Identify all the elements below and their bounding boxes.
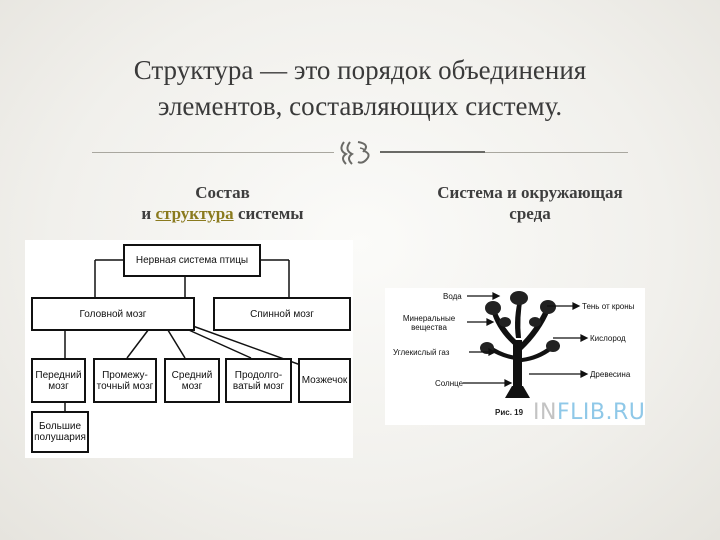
structure-link[interactable]: структура [155, 204, 234, 223]
divider-right [485, 152, 628, 153]
watermark-part-2: FLIB.RU [556, 400, 646, 425]
tree-illustration [463, 291, 589, 398]
divider-middle [380, 151, 485, 153]
label-minerals: Минеральные вещества [402, 314, 456, 332]
node-root: Нервная система птицы [123, 244, 261, 277]
right-heading-line-1: Система и окружающая [437, 183, 623, 202]
scroll-ornament-icon [340, 141, 370, 165]
left-column-heading: Состав и структура системы [95, 182, 350, 224]
divider-left [92, 152, 334, 153]
node-cerebellum: Мозжечок [298, 358, 351, 403]
left-heading-line-1: Состав [195, 183, 250, 202]
label-oxygen: Кислород [590, 334, 626, 343]
watermark: INFLIB.RU [533, 400, 645, 425]
slide-title: Структура — это порядок объединения элем… [60, 52, 660, 124]
label-wood: Древесина [590, 370, 631, 379]
node-midbrain: Средний мозг [164, 358, 220, 403]
title-line-2: элементов, составляющих систему. [157, 91, 563, 121]
left-heading-suffix: системы [233, 204, 304, 223]
right-column-heading: Система и окружающая среда [390, 182, 670, 224]
label-co2: Углекислый газ [393, 348, 450, 357]
tree-environment-figure: Вода Минеральные вещества Углекислый газ… [385, 288, 645, 425]
left-heading-prefix: и [141, 204, 156, 223]
nervous-system-diagram: Нервная система птицы Головной мозг Спин… [25, 240, 353, 458]
label-water: Вода [443, 292, 462, 301]
node-diencephalon: Промежу-точный мозг [93, 358, 157, 403]
label-shade: Тень от кроны [582, 302, 635, 311]
watermark-part-1: IN [533, 400, 557, 425]
label-sun: Солнце [435, 379, 464, 388]
node-forebrain: Передний мозг [31, 358, 86, 403]
node-spinal-cord: Спинной мозг [213, 297, 351, 331]
left-heading-line-2: и структура системы [95, 203, 350, 224]
node-hemispheres: Большие полушария [31, 411, 89, 453]
node-head-brain: Головной мозг [31, 297, 195, 331]
figure-caption: Рис. 19 [495, 408, 524, 417]
right-heading-line-2: среда [509, 204, 551, 223]
title-line-1: Структура — это порядок объединения [133, 55, 587, 85]
node-medulla: Продолго-ватый мозг [225, 358, 292, 403]
